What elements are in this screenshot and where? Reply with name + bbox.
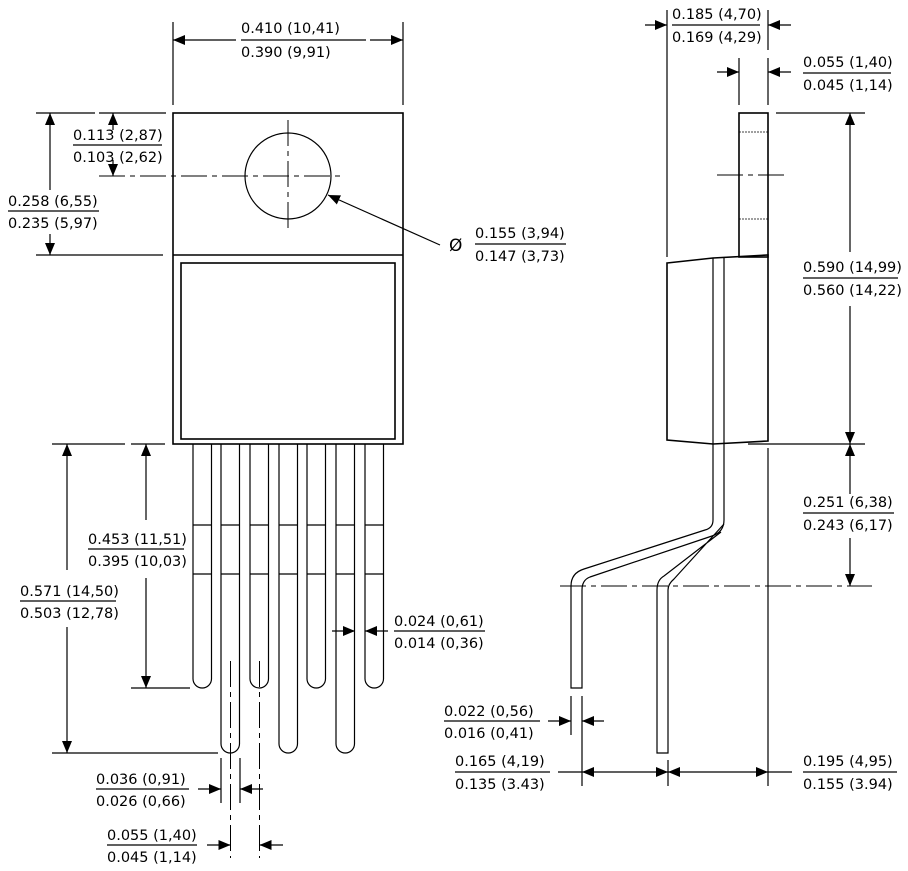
side-body: [666, 254, 769, 445]
lead-4: [278, 444, 299, 754]
dim-min: 0.243 (6,17): [803, 518, 893, 534]
dim-min: 0.155 (3.94): [803, 777, 893, 793]
dim-lead-pitch: 0.055 (1,40) 0.045 (1,14): [107, 828, 197, 866]
lead-1: [192, 444, 213, 689]
side-tab: [738, 112, 769, 258]
dim-lead-shoulder: 0.036 (0,91) 0.026 (0,66): [96, 772, 189, 810]
dim-body-height: 0.590 (14,99) 0.560 (14,22): [803, 260, 902, 299]
dim-min: 0.016 (0,41): [444, 726, 534, 742]
dim-max: 0.055 (1,40): [803, 55, 893, 71]
dim-max: 0.258 (6,55): [8, 194, 98, 210]
dim-min: 0.045 (1,14): [803, 78, 893, 94]
dim-max: 0.571 (14,50): [20, 584, 119, 600]
dim-hole-diameter: Ø 0.155 (3,94) 0.147 (3,73): [449, 226, 566, 265]
dim-max: 0.195 (4,95): [803, 754, 893, 770]
dim-min: 0.147 (3,73): [475, 249, 565, 265]
side-dimensions: [548, 10, 872, 786]
dim-max: 0.113 (2,87): [73, 128, 163, 144]
dim-tab-thickness: 0.055 (1,40) 0.045 (1,14): [803, 55, 893, 94]
dim-short-lead: 0.453 (11,51) 0.395 (10,03): [88, 532, 187, 570]
dim-lead-bend: 0.251 (6,38) 0.243 (6,17): [803, 495, 894, 534]
dim-long-lead: 0.571 (14,50) 0.503 (12,78): [20, 584, 119, 622]
dim-lead-width: 0.024 (0,61) 0.014 (0,36): [394, 614, 485, 652]
dim-tab-height: 0.258 (6,55) 0.235 (5,97): [8, 194, 99, 232]
diameter-symbol: Ø: [449, 236, 462, 256]
leads: [192, 444, 385, 754]
dim-max: 0.036 (0,91): [96, 772, 186, 788]
dim-max: 0.165 (4,19): [455, 754, 545, 770]
dim-min: 0.169 (4,29): [672, 30, 762, 46]
dim-max: 0.022 (0,56): [444, 704, 534, 720]
dim-min: 0.395 (10,03): [88, 554, 187, 570]
dim-min: 0.135 (3.43): [455, 777, 545, 793]
dim-min: 0.045 (1,14): [107, 850, 197, 866]
dim-min: 0.026 (0,66): [96, 794, 186, 810]
dim-max: 0.055 (1,40): [107, 828, 197, 844]
dim-min: 0.390 (9,91): [241, 45, 331, 61]
dim-hole-center: 0.113 (2,87) 0.103 (2,62): [73, 128, 163, 166]
dim-body-thickness: 0.185 (4,70) 0.169 (4,29): [672, 7, 762, 46]
dim-max: 0.155 (3,94): [475, 226, 565, 242]
dim-lead-offset-1: 0.165 (4,19) 0.135 (3.43): [455, 754, 550, 793]
molded-body: [180, 262, 396, 440]
dim-lead-offset-2: 0.195 (4,95) 0.155 (3.94): [803, 754, 897, 793]
dim-min: 0.103 (2,62): [73, 150, 163, 166]
front-dimensions: [36, 22, 441, 858]
lead-3: [249, 444, 270, 689]
side-lead-long: [656, 523, 725, 754]
side-view: [570, 112, 787, 754]
dim-max: 0.590 (14,99): [803, 260, 902, 276]
dim-max: 0.410 (10,41): [241, 21, 340, 37]
dim-max: 0.453 (11,51): [88, 532, 187, 548]
lead-7: [364, 444, 385, 689]
lead-5: [306, 444, 327, 689]
side-lead-short: [570, 258, 725, 689]
dim-max: 0.251 (6,38): [803, 495, 893, 511]
dim-min: 0.014 (0,36): [394, 636, 484, 652]
dim-min: 0.503 (12,78): [20, 606, 119, 622]
package-body-outline: [172, 112, 404, 445]
dim-min: 0.560 (14,22): [803, 283, 902, 299]
dim-min: 0.235 (5,97): [8, 216, 98, 232]
dim-max: 0.185 (4,70): [672, 7, 762, 23]
dim-lead-thickness: 0.022 (0,56) 0.016 (0,41): [444, 704, 540, 742]
front-view: [99, 112, 404, 754]
dim-overall-width: 0.410 (10,41) 0.390 (9,91): [241, 21, 366, 61]
dim-max: 0.024 (0,61): [394, 614, 484, 630]
lead-6: [335, 444, 356, 754]
